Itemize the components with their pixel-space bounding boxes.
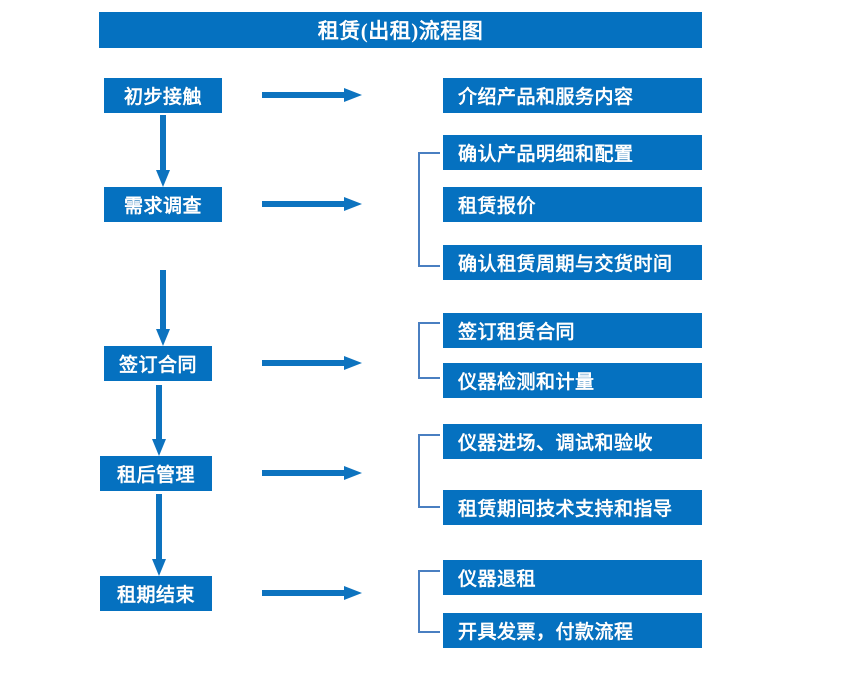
horizontal-arrow-stage-4 — [262, 466, 362, 480]
stage-box-needs-survey[interactable]: 需求调查 — [104, 187, 222, 222]
detail-box-introduce-products[interactable]: 介绍产品和服务内容 — [443, 78, 702, 113]
detail-box-confirm-product-specs[interactable]: 确认产品明细和配置 — [443, 135, 702, 170]
vertical-arrow-contact-to-survey — [156, 115, 170, 187]
detail-box-rental-quotation[interactable]: 租赁报价 — [443, 187, 702, 222]
group-bracket-2 — [418, 152, 440, 267]
group-bracket-3 — [418, 322, 440, 379]
detail-box-instrument-return[interactable]: 仪器退租 — [443, 560, 702, 595]
detail-box-technical-support[interactable]: 租赁期间技术支持和指导 — [443, 490, 702, 525]
group-bracket-4 — [418, 434, 440, 508]
detail-box-instrument-delivery-commissioning[interactable]: 仪器进场、调试和验收 — [443, 424, 702, 459]
stage-box-sign-contract[interactable]: 签订合同 — [104, 346, 212, 381]
chart-title-banner: 租赁(出租)流程图 — [99, 12, 702, 48]
detail-box-invoice-payment[interactable]: 开具发票，付款流程 — [443, 613, 702, 648]
horizontal-arrow-stage-2 — [262, 197, 362, 211]
detail-box-sign-rental-contract[interactable]: 签订租赁合同 — [443, 313, 702, 348]
vertical-arrow-management-to-end — [152, 494, 166, 576]
detail-box-instrument-inspection[interactable]: 仪器检测和计量 — [443, 363, 702, 398]
horizontal-arrow-stage-5 — [262, 586, 362, 600]
horizontal-arrow-stage-3 — [262, 356, 362, 370]
vertical-arrow-survey-to-contract — [156, 270, 170, 346]
stage-box-rental-end[interactable]: 租期结束 — [100, 576, 212, 611]
vertical-arrow-contract-to-management — [152, 385, 166, 456]
group-bracket-5 — [418, 570, 440, 633]
stage-box-initial-contact[interactable]: 初步接触 — [104, 78, 222, 113]
horizontal-arrow-stage-1 — [262, 88, 362, 102]
detail-box-confirm-rental-period[interactable]: 确认租赁周期与交货时间 — [443, 245, 702, 280]
stage-box-post-rental-management[interactable]: 租后管理 — [100, 456, 212, 491]
